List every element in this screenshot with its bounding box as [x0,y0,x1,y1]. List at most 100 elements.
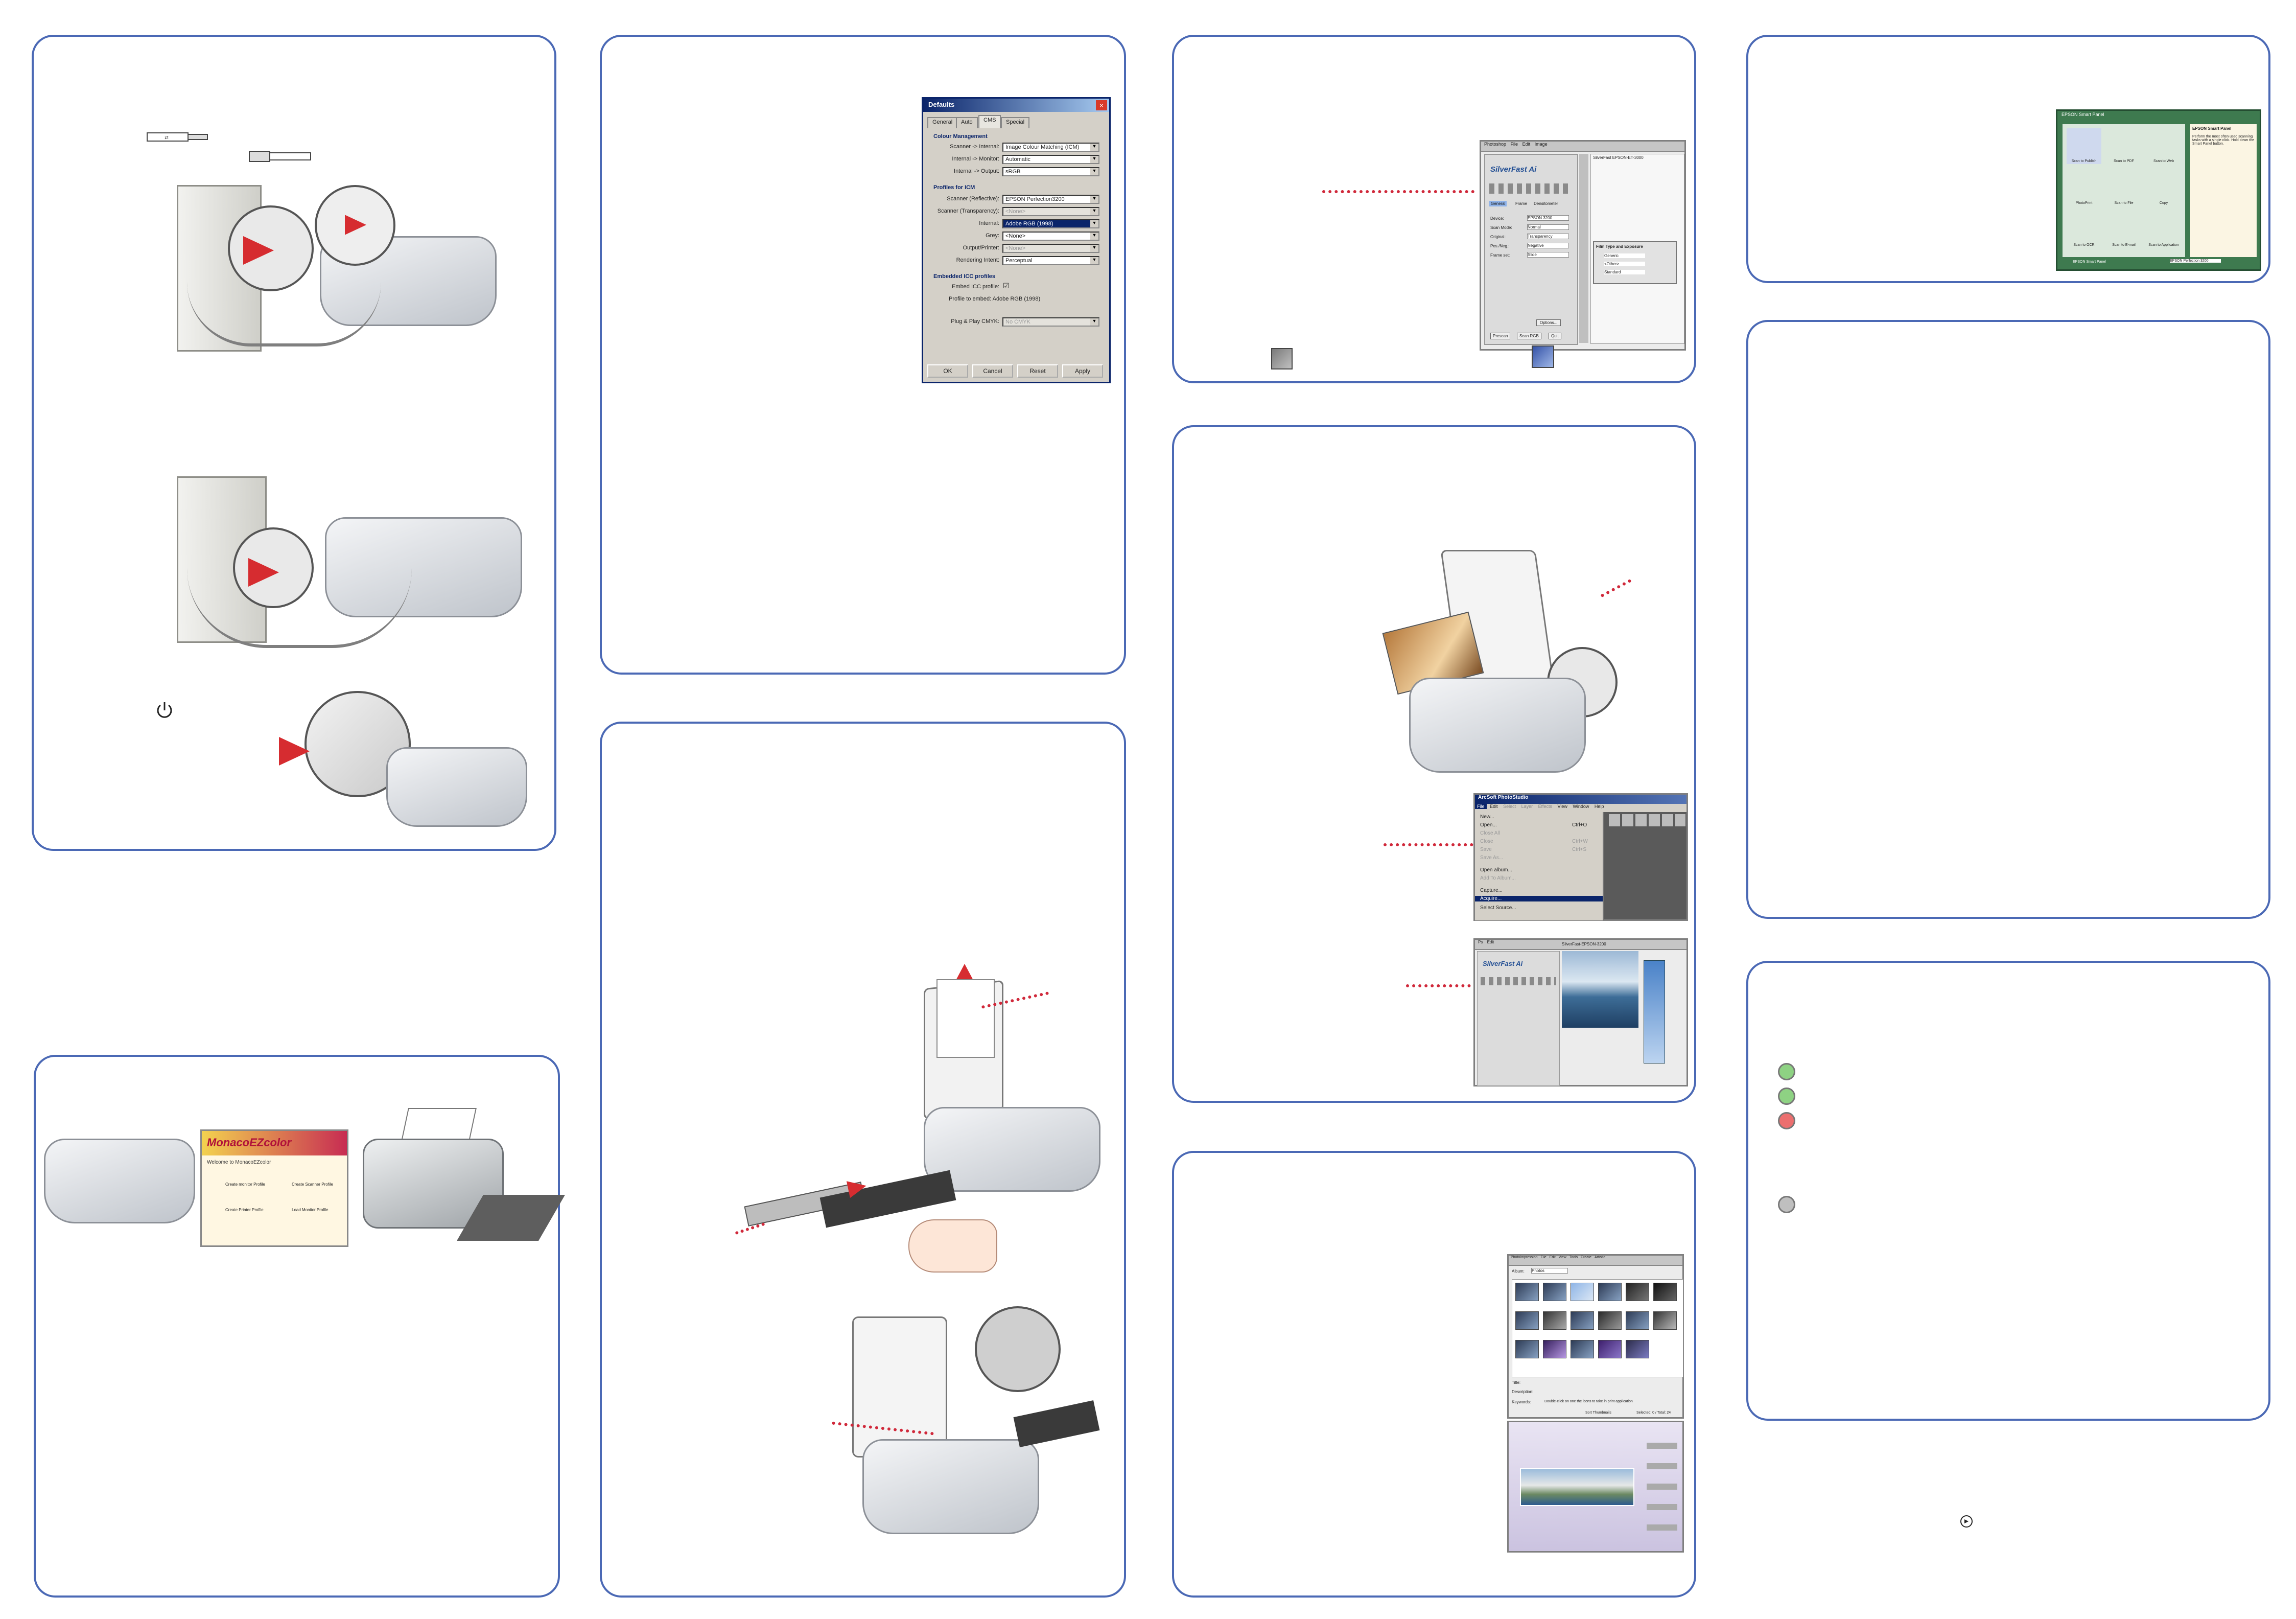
monaco-option[interactable]: Create monitor Profile [225,1182,265,1187]
row-value[interactable]: EPSON 3200 [1527,215,1569,221]
embed-checkbox[interactable]: ☑ [1003,282,1010,290]
menu-window[interactable]: Window [1573,804,1589,809]
thumbnail[interactable] [1626,1340,1649,1358]
monaco-option[interactable]: Create Printer Profile [225,1208,264,1212]
menu-item[interactable]: Add To Album... [1480,875,1516,881]
monaco-option[interactable]: Create Scanner Profile [292,1182,333,1187]
thumbnail[interactable] [1515,1283,1539,1301]
row-value[interactable]: Normal [1527,224,1569,230]
menu-item[interactable]: Edit [1549,1256,1556,1259]
tab-general[interactable]: General [927,117,958,128]
rendering-intent-select[interactable]: Perceptual [1002,256,1099,265]
film-row[interactable]: Generic [1604,253,1645,258]
thumbnail[interactable] [1515,1311,1539,1330]
menu-item[interactable]: Select Source... [1480,905,1516,911]
tab-frame[interactable]: Frame [1515,201,1528,206]
menu-file[interactable]: File [1475,804,1487,809]
menu-item[interactable]: Create [1581,1256,1592,1259]
menu-item[interactable]: View [1558,1256,1566,1259]
menu-item[interactable]: PhotoImpression [1511,1256,1538,1259]
film-row[interactable]: <Other> [1604,262,1645,266]
toolbar-icons[interactable] [1489,183,1571,194]
densitometer-tool[interactable] [1644,960,1665,1063]
profile-internal-select[interactable]: Adobe RGB (1998) [1002,219,1099,228]
menu-item[interactable]: Open album... [1480,867,1512,873]
menu-effects[interactable]: Effects [1538,804,1552,809]
thumbnail[interactable] [1543,1283,1566,1301]
scan-tile[interactable]: Scan to Web [2146,128,2181,164]
thumbnail[interactable] [1598,1283,1622,1301]
thumbnail[interactable] [1598,1311,1622,1330]
monaco-option[interactable]: Load Monitor Profile [292,1208,329,1212]
album-select[interactable]: Photos [1531,1268,1568,1274]
row-value[interactable]: Slide [1527,252,1569,258]
tab-cms[interactable]: CMS [978,115,1001,128]
menu-item[interactable]: Image [1534,142,1548,147]
scan-tile[interactable]: Scan to OCR [2067,212,2101,248]
scan-tile[interactable]: PhotoPrint [2067,170,2101,206]
tab-general[interactable]: General [1489,201,1507,206]
reset-button[interactable]: Reset [1017,364,1058,378]
menu-edit[interactable]: Edit [1490,804,1498,809]
thumbnail[interactable] [1543,1311,1566,1330]
thumbnail[interactable] [1515,1340,1539,1358]
menu-item[interactable]: Close [1480,839,1493,844]
scan-tile[interactable]: Scan to E-mail [2106,212,2141,248]
scan-tile[interactable]: Scan to Publish [2067,128,2101,164]
toolbar-icons[interactable] [1481,977,1556,985]
scanner-internal-select[interactable]: Image Colour Matching (ICM) [1002,143,1099,152]
menu-item[interactable]: File [1540,1256,1547,1259]
thumbnail[interactable] [1598,1340,1622,1358]
row-value[interactable]: Negative [1527,243,1569,248]
thumbnail[interactable] [1626,1283,1649,1301]
options-button[interactable]: Options... [1536,319,1561,326]
row-value[interactable]: Transparency [1527,234,1569,239]
thumbnail[interactable] [1571,1311,1594,1330]
menu-item[interactable]: File [1510,142,1518,147]
quit-button[interactable]: Quit [1549,333,1561,339]
menu-select[interactable]: Select [1503,804,1516,809]
menu-item[interactable]: Close All [1480,830,1500,836]
thumbnail[interactable] [1653,1311,1677,1330]
thumbnail[interactable] [1543,1340,1566,1358]
thumbnail[interactable] [1571,1283,1594,1301]
scan-tile[interactable]: Scan to PDF [2106,128,2141,164]
thumbnail[interactable] [1626,1311,1649,1330]
cancel-button[interactable]: Cancel [972,364,1013,378]
tab-auto[interactable]: Auto [956,117,978,128]
menu-item[interactable]: Artistic [1595,1256,1605,1259]
scan-tile[interactable]: Scan to File [2106,170,2141,206]
menu-item[interactable]: Save [1480,847,1492,852]
apply-button[interactable]: Apply [1062,364,1103,378]
menu-help[interactable]: Help [1594,804,1604,809]
menu-item-acquire[interactable]: Acquire... [1475,896,1603,901]
plug-play-cmyk-select[interactable]: No CMYK [1002,317,1099,327]
editor-tools[interactable] [1647,1443,1677,1545]
menu-item[interactable]: Photoshop [1484,142,1507,147]
menu-item[interactable]: Save As... [1480,855,1504,861]
scan-rgb-button[interactable]: Scan RGB [1517,333,1541,339]
menu-view[interactable]: View [1557,804,1567,809]
prescan-button[interactable]: Prescan [1490,333,1511,339]
profile-grey-select[interactable]: <None> [1002,232,1099,241]
menu-layer[interactable]: Layer [1521,804,1533,809]
menu-item[interactable]: New... [1480,814,1494,820]
menu-item[interactable]: Edit [1522,142,1531,147]
internal-monitor-select[interactable]: Automatic [1002,155,1099,164]
menu-item[interactable]: Open... [1480,822,1497,828]
profile-output-select[interactable]: <None> [1002,244,1099,253]
film-row[interactable]: Standard [1604,270,1645,274]
menu-item[interactable]: Ps [1478,940,1483,944]
scan-tile[interactable]: Scan to Application [2146,212,2181,248]
tab-densitometer[interactable]: Densitometer [1534,201,1558,206]
ok-button[interactable]: OK [927,364,968,378]
internal-output-select[interactable]: sRGB [1002,167,1099,176]
menu-item[interactable]: Tools [1569,1256,1578,1259]
menu-item[interactable]: Capture... [1480,888,1503,893]
thumbnail[interactable] [1653,1283,1677,1301]
scanner-select[interactable]: EPSON Perfection 3200 [2170,259,2221,263]
profile-reflective-select[interactable]: EPSON Perfection3200 [1002,195,1099,204]
menu-item[interactable]: Edit [1487,940,1494,944]
profile-transparency-select[interactable]: <None> [1002,207,1099,216]
scan-tile[interactable]: Copy [2146,170,2181,206]
